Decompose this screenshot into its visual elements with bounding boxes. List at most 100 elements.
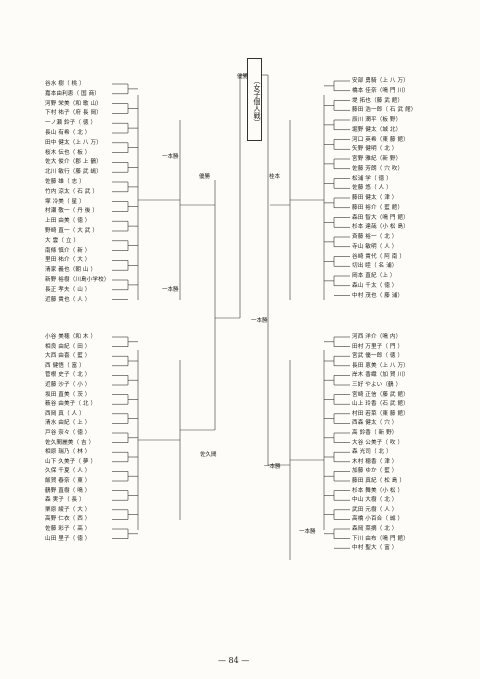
winner-label-center-right: 一本勝 — [264, 464, 281, 470]
player-entry: 長正 孝夫（ 山 ） — [45, 286, 91, 293]
player-entry: 佐久間麗美（ 吉 ） — [45, 439, 95, 446]
player-entry: 栗原 綾子（ 大 ） — [45, 506, 91, 513]
player-entry: 中村 聖大（ 富 ） — [352, 545, 398, 552]
winner-label-right-upper: 桂本 — [269, 174, 281, 180]
player-entry: 中村 茂也（ 藤 浦） — [352, 292, 404, 299]
player-entry: 高野 仁衣（ 西 ） — [45, 516, 91, 523]
player-entry: 加藤 ゆか（ 藍 ） — [352, 468, 398, 475]
player-entry: 坂田 直美（ 茨 ） — [45, 391, 91, 398]
player-entry: 近藤 貴也（ 人 ） — [45, 296, 91, 303]
title-box: （女子個人戦） — [247, 58, 262, 141]
player-entry: 西 健悟（ 富 ） — [45, 362, 85, 369]
player-entry: 山田 里子（ 徳 ） — [45, 535, 91, 542]
player-entry: 竹内 涼太（ 石 武 ） — [45, 188, 99, 195]
player-entry: 西森 健太（ 穴 ） — [352, 420, 398, 427]
player-entry: 中山 大樹（ 北 ） — [352, 497, 398, 504]
player-entry: 堤 拓也（藤 武 館） — [352, 97, 404, 104]
player-entry: 堀野 健太（城 北） — [352, 126, 402, 133]
player-entry: 三好 やよい（鶴 ） — [352, 382, 402, 388]
player-entry: 新野 裕樹（川島小学校） — [45, 277, 110, 283]
player-entry: 杉本 舞美（小 松 ） — [352, 487, 404, 494]
player-entry: 野崎 直一（ 大 武 ） — [45, 228, 99, 234]
player-entry: 大 雲（ 立 ） — [45, 237, 80, 244]
player-entry: 佐藤 彩子（ 高 ） — [45, 526, 91, 532]
player-entry: 長田 恵美（上 八 万） — [352, 362, 409, 369]
player-entry: 矢野 健明（ 北 ） — [352, 146, 398, 153]
player-entry: 高 鈴香（ 新 野） — [352, 430, 398, 436]
player-entry: 杉本 達哉（小 松 島） — [352, 224, 409, 231]
player-entry: 清水 由紀（ 上 ） — [45, 420, 91, 427]
player-entry: 森山 千太（ 徳 ） — [352, 282, 398, 289]
player-entry: 大西 由喜（ 藍 ） — [45, 353, 91, 360]
player-entry: 北川 敏行（藤 武 嶋） — [45, 169, 102, 176]
player-entry: 岸木 香織（加 賀 川） — [352, 372, 409, 379]
player-entry: 森田 智大（鳴 門 館） — [352, 214, 409, 221]
winner-label-center-left: 一本勝 — [251, 318, 268, 324]
player-entry: 木村 穂香（ 津 ） — [352, 458, 398, 465]
player-entry: 村瀬 敬一（ 丹 後 ） — [45, 208, 99, 215]
player-entry: 菅根 史子（ 北 ） — [45, 372, 91, 379]
player-entry: 松浦 学（ 徳 ） — [352, 175, 392, 182]
winner-label-bottom-center: 佐久間 — [200, 452, 217, 458]
player-entry: 安部 勇騎（上 八 万） — [352, 78, 409, 84]
player-entry: 佐藤 悠（ 人 ） — [352, 185, 392, 192]
player-entry: 嘉本由利恵（ 国 商） — [45, 90, 101, 97]
winner-label-left-lower: 一本勝 — [162, 287, 179, 293]
player-entry: 久保 千夏（ 人 ） — [45, 468, 91, 475]
player-entry: 佐藤 芳朗（ 穴 吹） — [352, 165, 404, 172]
player-entry: 飯賀 春奈（ 東 ） — [45, 478, 91, 484]
champion-label: 優勝 — [237, 74, 249, 80]
player-entry: 一ノ瀬 鈴子（ 徳 ） — [45, 120, 97, 127]
player-entry: 森 実子（ 長 ） — [45, 497, 85, 504]
player-entry: 大谷 公美子（ 吹 ） — [352, 439, 404, 446]
player-entry: 岡本 直紀（上 ） — [352, 273, 396, 279]
player-entry: 藤田 浩一郎（ 石 武 館） — [352, 107, 417, 114]
player-entry: 佐大 俊介（郡 上 鶴） — [45, 159, 102, 166]
player-entry: 清家 義也（朝 山 ） — [45, 267, 97, 274]
player-entry: 鶴野 直樹（ 鳴 ） — [45, 487, 91, 494]
player-entry: 河野 栄美（和 歌 山） — [45, 100, 102, 107]
player-entry: 相原 瑞乃（ 林 ） — [45, 449, 91, 456]
player-entry: 河西 洋介（鳴 内） — [352, 334, 402, 340]
player-entry: 塚 冷美（ 星 ） — [45, 198, 85, 205]
player-entry: 宮野 雅紀（新 野） — [352, 156, 402, 162]
player-entry: 南條 慎介（ 新 ） — [45, 247, 91, 254]
player-entry: 村田 若菜（東 藤 館） — [352, 410, 409, 417]
player-entry: 下川 由布（鳴 門 館） — [352, 535, 409, 542]
player-entry: 佐藤 雄（ 志 ） — [45, 179, 85, 185]
player-entry: 谷水 樹（ 桃 ） — [45, 81, 85, 87]
player-entry: 桜木 伝也（ 板 ） — [45, 149, 91, 156]
player-entry: 橋本 佳奈（鳴 門 川） — [352, 87, 409, 94]
player-entry: 武田 元樹（ 人 ） — [352, 506, 398, 513]
player-entry: 長山 有希（ 北 ） — [45, 130, 91, 136]
player-entry: 辰川 潤平（板 野） — [352, 117, 402, 123]
player-entry: 寺山 敏明（ 人 ） — [352, 243, 398, 250]
player-entry: 高橋 小百合（ 誠 ） — [352, 516, 404, 523]
player-entry: 山上 玲香（石 武 館） — [352, 401, 409, 408]
player-entry: 宮武 優一郎（ 徳 ） — [352, 353, 404, 360]
player-entry: 戸谷 奈々（ 徳 ） — [45, 430, 91, 436]
player-entry: 近藤 沙子（ 小 ） — [45, 382, 91, 388]
player-entry: 相良 由紀（ 田 ） — [45, 343, 91, 350]
winner-label-right-lower: 一本勝 — [299, 529, 316, 535]
player-entry: 森 光司（ 北 ） — [352, 449, 392, 456]
player-entry: 河口 英希（東 藤 館） — [352, 136, 409, 143]
player-entry: 上田 由美（ 徳 ） — [45, 218, 91, 225]
player-entry: 下村 祐子（府 長 岡） — [45, 110, 102, 117]
winner-label-left-upper: 一本勝 — [162, 154, 179, 160]
player-entry: 田中 健太（上 八 万） — [45, 139, 102, 146]
player-entry: 宮崎 正信（藤 武 館） — [352, 391, 409, 398]
player-entry: 藤田 健太（ 津 ） — [352, 195, 398, 201]
player-entry: 山下 久美子（ 夢 ） — [45, 458, 97, 465]
player-entry: 藤田 真紀（ 松 島 ） — [352, 478, 406, 484]
player-entry: 斉藤 裕一（ 北 ） — [352, 234, 398, 240]
player-entry: 里田 祐介（ 大 ） — [45, 257, 91, 264]
player-entry: 小谷 美穂（和 木 ） — [45, 334, 97, 340]
player-entry: 西岡 真（ 人 ） — [45, 410, 85, 417]
page-number: — 84 — — [218, 656, 250, 665]
player-entry: 藤田 裕介（ 藍 館） — [352, 204, 404, 211]
winner-label-left-mid: 優勝 — [199, 174, 211, 180]
player-entry: 森岡 菜摘（ 北 ） — [352, 526, 398, 532]
player-entry: 薮谷 由美子（ 北 ） — [45, 401, 97, 408]
